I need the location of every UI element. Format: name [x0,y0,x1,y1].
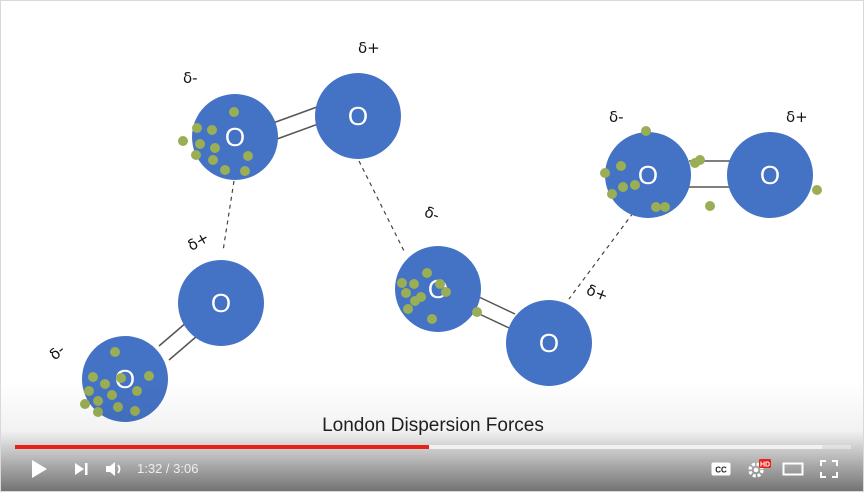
control-bar: 1:32 / 3:06 CC HD [1,449,863,489]
time-display: 1:32 / 3:06 [137,459,198,479]
atom: O [506,300,592,386]
current-time: 1:32 [137,461,163,476]
bond-line [168,335,198,361]
dispersion-attractions [222,160,634,300]
atom-label: O [760,160,780,190]
next-button[interactable] [69,457,93,481]
theater-icon [782,462,804,476]
atom-label: O [211,288,231,318]
attraction-line [358,160,406,254]
bond-line [158,321,188,347]
volume-button[interactable] [103,457,127,481]
theater-mode-button[interactable] [781,457,805,481]
fullscreen-button[interactable] [817,457,841,481]
atom: O [178,260,264,346]
progress-played [15,445,429,449]
partial-charge-label: δ- [183,69,198,87]
partial-charge-label: δ- [422,203,442,225]
next-icon [75,463,88,475]
volume-icon [106,462,121,476]
time-separator: / [162,461,174,476]
atom: O [315,73,401,159]
atom-label: O [348,101,368,131]
partial-charge-label: δ+ [584,281,611,305]
hd-badge: HD [760,461,770,468]
partial-charge-label: δ- [609,108,624,126]
bond-line [478,296,516,315]
bond-line [272,106,318,124]
partial-charge-label: δ+ [184,228,212,254]
slide-caption: London Dispersion Forces [322,415,544,436]
play-button[interactable] [27,457,51,481]
atom: O [727,132,813,218]
attraction-line [222,180,235,252]
atom-label: O [225,122,245,152]
partial-charge-label: δ+ [358,39,380,57]
captions-label: CC [715,466,727,475]
partial-charge-label: δ- [46,341,69,364]
play-icon [32,460,47,478]
progress-bar[interactable] [15,445,851,449]
atom-label: O [638,160,658,190]
partial-charge-label: δ+ [786,108,808,126]
atom: O [192,94,278,180]
bond-line [276,122,322,140]
attraction-line [568,212,634,300]
settings-button[interactable]: HD [745,457,773,481]
captions-icon: CC [711,462,731,476]
fullscreen-icon [820,460,838,478]
hd-badge-bg [759,459,771,468]
captions-button[interactable]: CC [709,457,733,481]
atom-label: O [539,328,559,358]
duration: 3:06 [173,461,199,476]
settings-icon: HD [748,459,771,478]
atom: O [605,132,691,218]
